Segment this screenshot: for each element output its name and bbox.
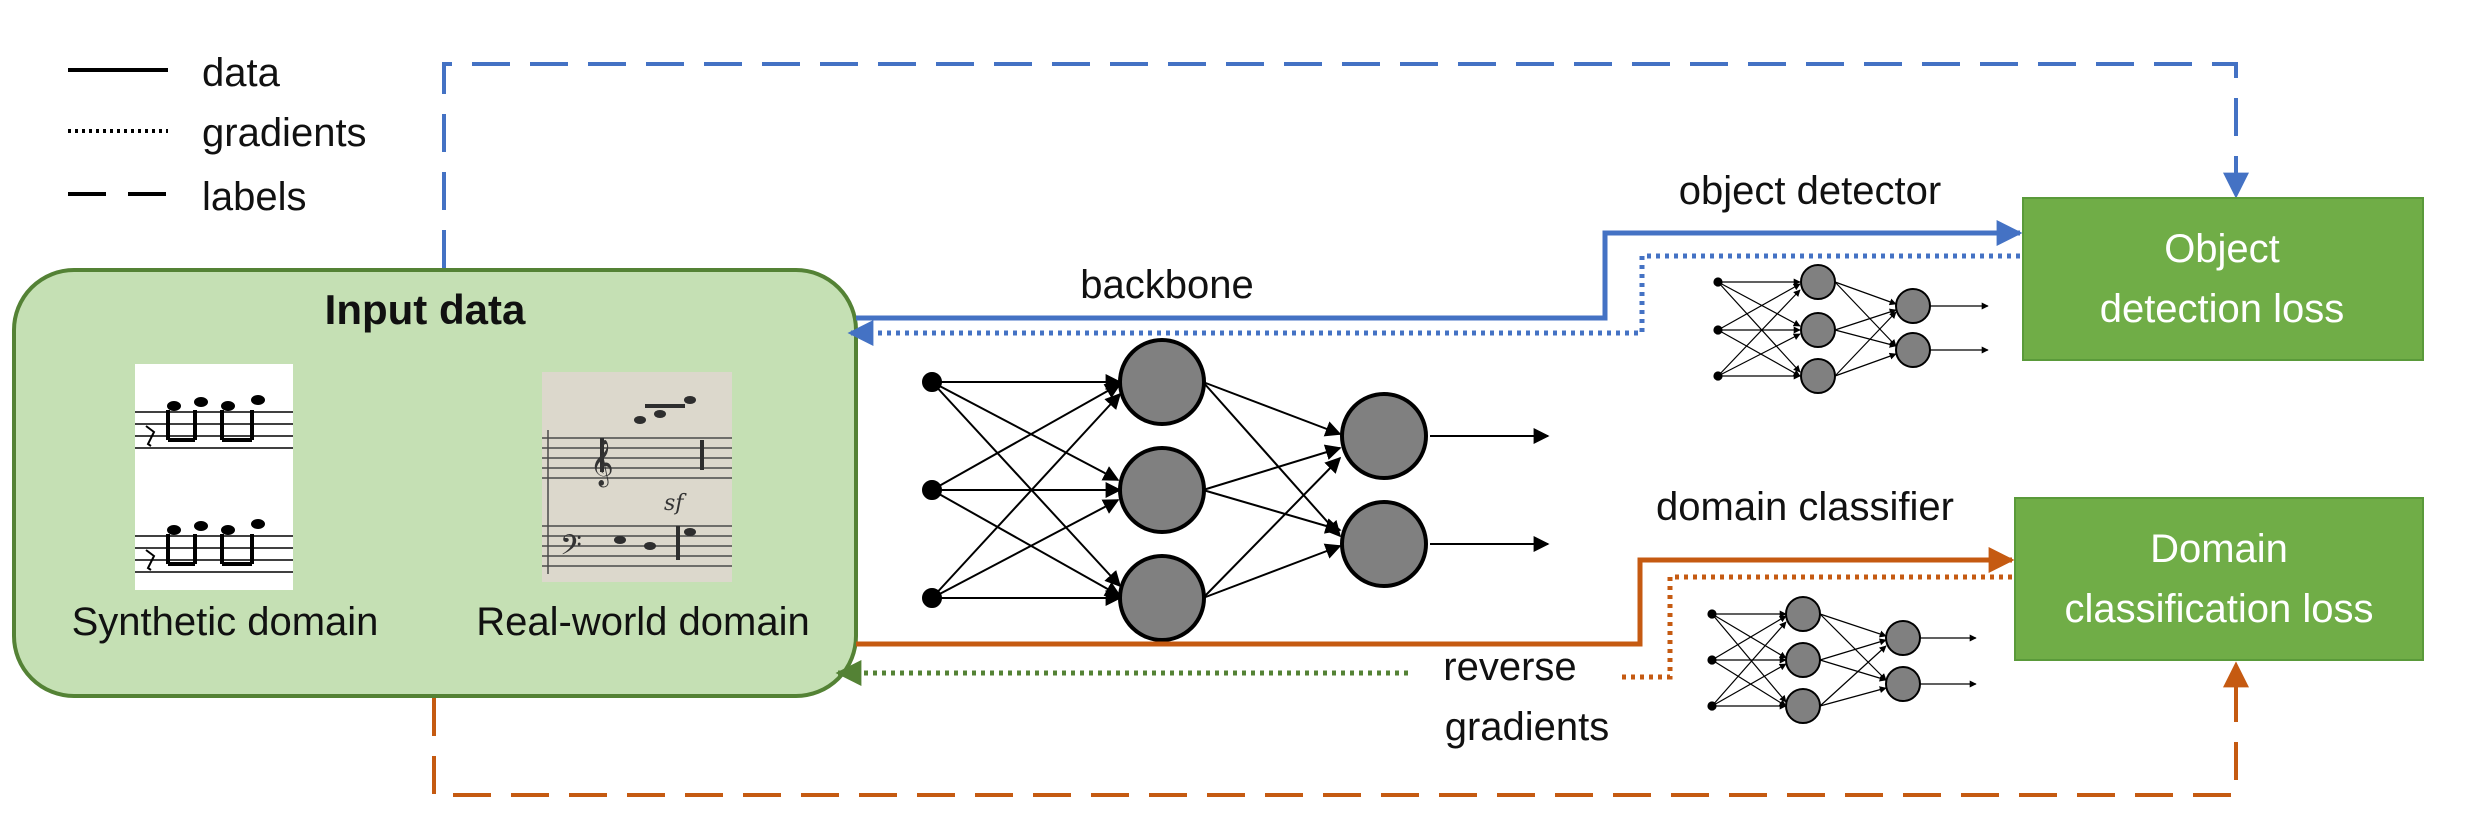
real-world-music-image: 𝄞 𝄢 sf	[542, 372, 732, 582]
legend-data-label: data	[202, 51, 281, 95]
synthetic-domain-label: Synthetic domain	[72, 600, 379, 644]
object-detector-label: object detector	[1679, 169, 1941, 213]
domain-classification-loss-line2: classification loss	[2064, 587, 2373, 631]
object-detector-network	[1713, 264, 1989, 394]
gradients-label: gradients	[1445, 705, 1610, 749]
legend-gradients-label: gradients	[202, 111, 367, 155]
domain-labels-arrow	[432, 661, 2249, 797]
svg-text:𝄞: 𝄞	[590, 440, 614, 488]
domain-classifier-label: domain classifier	[1656, 485, 1954, 529]
domain-classifier-network	[1707, 596, 1977, 724]
legend-labels-label: labels	[202, 175, 307, 219]
object-detection-loss-line1: Object	[2164, 227, 2280, 271]
svg-text:sf: sf	[664, 491, 687, 516]
input-data-title: Input data	[325, 286, 526, 333]
domain-classification-loss-box	[2014, 497, 2424, 661]
svg-text:𝄢: 𝄢	[560, 529, 582, 569]
domain-classifier-gradient-path	[1622, 574, 2012, 680]
backbone-network	[922, 338, 1550, 642]
object-detection-loss-box	[2022, 197, 2424, 361]
reverse-label: reverse	[1443, 645, 1576, 689]
domain-classifier-data-arrow	[856, 547, 2015, 647]
domain-classification-loss-line1: Domain	[2150, 527, 2288, 571]
real-world-domain-label: Real-world domain	[476, 600, 809, 644]
legend: data gradients labels	[68, 51, 367, 219]
object-detector-data-arrow	[856, 220, 2023, 321]
object-labels-arrow	[442, 62, 2249, 268]
synthetic-music-image	[135, 364, 293, 590]
backbone-label: backbone	[1080, 263, 1253, 307]
object-detection-loss-line2: detection loss	[2100, 287, 2345, 331]
object-detector-gradient-arrow	[847, 253, 2020, 346]
